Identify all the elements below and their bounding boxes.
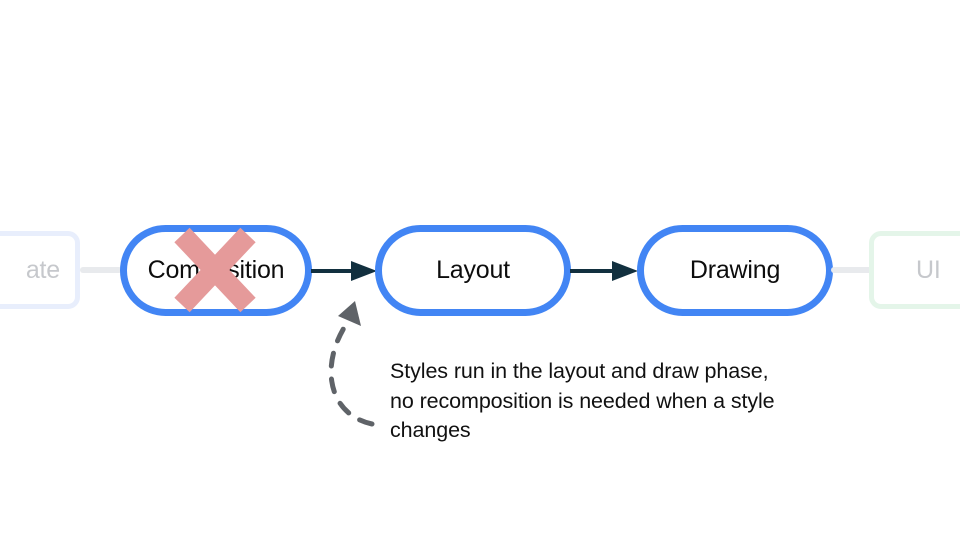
node-drawing[interactable]: Drawing [637, 225, 833, 316]
connector-composition-to-layout [311, 261, 377, 281]
node-layout-label: Layout [436, 256, 510, 284]
caption-line-1: Styles run in the layout and draw phase, [390, 359, 769, 383]
connector-layout-to-drawing [570, 261, 638, 281]
node-ui[interactable]: UI [869, 231, 960, 309]
callout-caption: Styles run in the layout and draw phase,… [390, 357, 860, 446]
callout-arrow-icon [328, 301, 375, 427]
node-composition[interactable]: Composition [120, 225, 312, 316]
caption-line-2: no recomposition is needed when a style [390, 388, 775, 413]
node-drawing-label: Drawing [689, 256, 781, 284]
connector-drawing-to-ui [831, 267, 873, 273]
node-composition-label: Composition [147, 256, 285, 284]
node-ui-label: UI [916, 255, 941, 284]
node-layout[interactable]: Layout [375, 225, 571, 316]
node-state-label: ate [25, 255, 60, 284]
node-state[interactable]: ate [0, 231, 80, 309]
connector-state-to-composition [80, 267, 122, 273]
caption-line-3: changes [390, 418, 471, 442]
